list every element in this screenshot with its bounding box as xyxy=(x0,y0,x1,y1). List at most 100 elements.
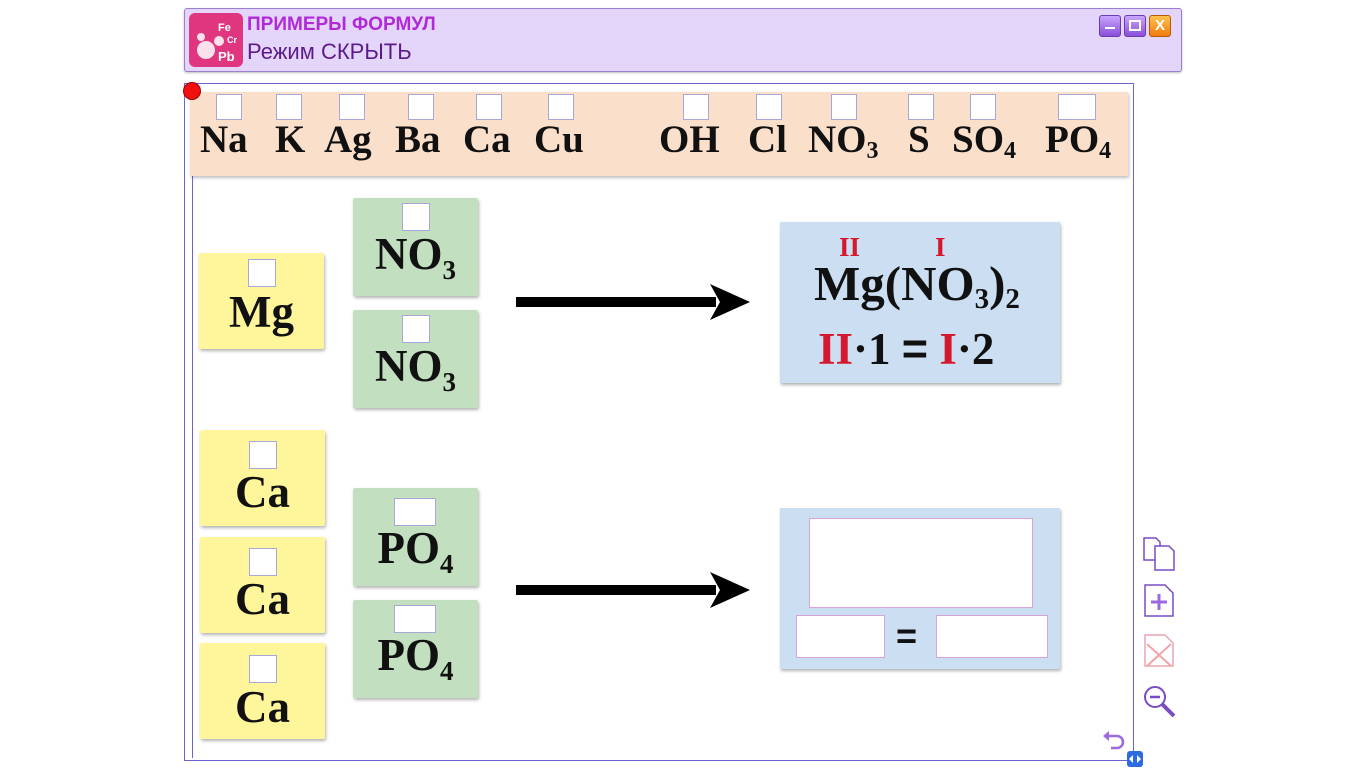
palette-checkbox[interactable] xyxy=(408,94,434,120)
anion-base: NO xyxy=(375,341,443,391)
equation-right-factor: ·2 xyxy=(956,324,995,374)
copy-pages-icon[interactable] xyxy=(1141,536,1177,572)
add-page-icon[interactable] xyxy=(1141,582,1177,618)
minimize-icon xyxy=(1105,27,1115,29)
close-button[interactable]: X xyxy=(1149,15,1171,37)
anion-tile-no3[interactable]: NO3 xyxy=(353,310,478,408)
metal-tile-ca[interactable]: Ca xyxy=(200,537,325,633)
tile-label: NO3 xyxy=(353,344,478,396)
palette-checkbox[interactable] xyxy=(339,94,365,120)
compound-formula: Mg(NO3)2 xyxy=(814,259,1020,314)
palette-checkbox[interactable] xyxy=(216,94,242,120)
metal-tile-ca[interactable]: Ca xyxy=(200,643,325,739)
palette-checkbox[interactable] xyxy=(1058,94,1096,120)
logo-text-pb: Pb xyxy=(218,49,235,64)
close-icon: X xyxy=(1154,17,1165,34)
equation-sign: = xyxy=(896,615,918,656)
app-logo-icon: Fe Cr Pb xyxy=(189,13,243,67)
palette-anion-so4[interactable]: SO4 xyxy=(952,120,1016,163)
formula-bracket: ) xyxy=(989,256,1006,311)
palette-checkbox[interactable] xyxy=(548,94,574,120)
tile-label: Mg xyxy=(229,287,294,337)
undo-icon[interactable] xyxy=(1101,728,1127,754)
anion-base: S xyxy=(908,118,930,161)
valence-metal: II xyxy=(839,232,861,262)
anion-subscript: 3 xyxy=(442,255,457,285)
anion-base: Cl xyxy=(748,118,787,161)
tile-label: PO4 xyxy=(353,633,478,685)
palette-checkbox[interactable] xyxy=(831,94,857,120)
resize-arrows-icon xyxy=(1129,755,1141,763)
tile-checkbox[interactable] xyxy=(394,605,436,633)
palette-checkbox[interactable] xyxy=(970,94,996,120)
anion-base: NO xyxy=(808,118,867,161)
anion-base: PO xyxy=(1045,118,1100,161)
tile-label: Ca xyxy=(235,467,290,517)
palette-cation-ag[interactable]: Ag xyxy=(324,118,372,161)
tile-checkbox[interactable] xyxy=(249,441,277,469)
ion-palette: Na K Ag Ba Ca Cu OH Cl NO3 S SO4 PO4 xyxy=(190,92,1128,176)
metal-tile-ca[interactable]: Ca xyxy=(200,430,325,526)
tile-checkbox[interactable] xyxy=(394,498,436,526)
anion-subscript: 3 xyxy=(866,138,879,164)
valence-anion: I xyxy=(935,232,946,262)
anion-base: PO xyxy=(377,523,441,573)
palette-anion-s[interactable]: S xyxy=(908,120,930,159)
tile-checkbox[interactable] xyxy=(402,315,430,343)
mode-label[interactable]: Режим СКРЫТЬ xyxy=(247,39,412,64)
maximize-icon xyxy=(1129,20,1141,31)
zoom-out-icon[interactable] xyxy=(1141,683,1177,719)
metal-tile-mg[interactable]: Mg xyxy=(199,253,324,349)
palette-checkbox[interactable] xyxy=(756,94,782,120)
reaction-arrow-icon xyxy=(516,572,750,608)
equation-right-field[interactable] xyxy=(936,615,1048,658)
palette-anion-oh[interactable]: OH xyxy=(659,120,720,159)
tile-checkbox[interactable] xyxy=(248,259,276,287)
anion-base: SO xyxy=(952,118,1005,161)
maximize-button[interactable] xyxy=(1124,15,1146,37)
palette-anion-no3[interactable]: NO3 xyxy=(808,120,879,163)
anion-tile-po4[interactable]: PO4 xyxy=(353,488,478,586)
answer-panel: = xyxy=(780,508,1060,669)
anion-subscript: 4 xyxy=(1004,138,1017,164)
palette-anion-po4[interactable]: PO4 xyxy=(1045,120,1111,163)
anion-tile-po4[interactable]: PO4 xyxy=(353,600,478,698)
delete-page-icon[interactable] xyxy=(1141,632,1177,668)
anion-subscript: 4 xyxy=(440,656,454,686)
anion-base: PO xyxy=(377,630,441,680)
anion-tile-no3[interactable]: NO3 xyxy=(353,198,478,296)
palette-cation-k[interactable]: K xyxy=(275,118,306,161)
formula-answer-field[interactable] xyxy=(809,518,1033,608)
tile-label: Ca xyxy=(235,682,290,732)
tile-checkbox[interactable] xyxy=(249,655,277,683)
palette-cation-cu[interactable]: Cu xyxy=(534,118,584,161)
equation-left-valence: II xyxy=(818,324,854,374)
logo-text-cr: Cr xyxy=(227,35,237,45)
equation-right-valence: I xyxy=(939,324,957,374)
palette-checkbox[interactable] xyxy=(276,94,302,120)
anion-base: NO xyxy=(375,229,443,279)
palette-cation-ba[interactable]: Ba xyxy=(395,118,441,161)
equation-left-field[interactable] xyxy=(796,615,885,658)
anion-base: OH xyxy=(659,118,720,161)
minimize-button[interactable] xyxy=(1099,15,1121,37)
tile-checkbox[interactable] xyxy=(402,203,430,231)
formula-subscript: 2 xyxy=(1005,283,1020,315)
anion-subscript: 4 xyxy=(440,549,454,579)
anion-subscript: 3 xyxy=(442,367,457,397)
title-bar: Fe Cr Pb ПРИМЕРЫ ФОРМУЛ Режим СКРЫТЬ X xyxy=(184,8,1182,72)
board-drag-handle[interactable] xyxy=(183,82,201,100)
tile-label: PO4 xyxy=(353,526,478,578)
palette-cation-ca[interactable]: Ca xyxy=(463,118,511,161)
palette-anion-cl[interactable]: Cl xyxy=(748,120,787,159)
resize-handle[interactable] xyxy=(1127,751,1143,767)
palette-checkbox[interactable] xyxy=(683,94,709,120)
formula-result-panel: II I Mg(NO3)2 II·1 = I·2 xyxy=(780,222,1060,383)
palette-checkbox[interactable] xyxy=(908,94,934,120)
palette-cation-na[interactable]: Na xyxy=(200,118,248,161)
anion-subscript: 4 xyxy=(1099,138,1112,164)
equation-sign: = xyxy=(901,323,929,374)
window-title: ПРИМЕРЫ ФОРМУЛ xyxy=(247,14,436,35)
tile-checkbox[interactable] xyxy=(249,548,277,576)
palette-checkbox[interactable] xyxy=(476,94,502,120)
